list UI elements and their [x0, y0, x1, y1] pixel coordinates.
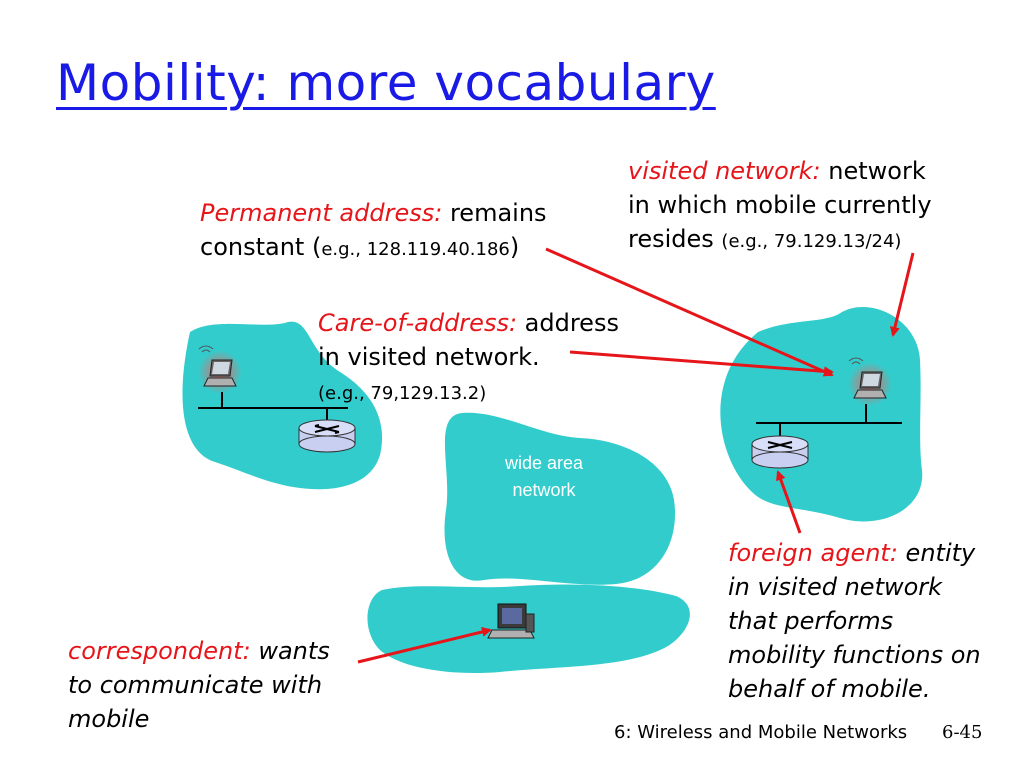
permanent-address-callout: Permanent address: remains constant (e.g… [200, 199, 547, 262]
visited-network-callout: visited network: network in which mobile… [628, 157, 932, 254]
permanent-address-arrow [545, 247, 834, 377]
correspondent-callout: correspondent: wants to communicate with… [68, 637, 330, 734]
care-of-address-example: (e.g., 79,129.13.2) [318, 383, 487, 405]
visited-network-example: (e.g., 79.129.13/24) [721, 231, 902, 253]
home-network [182, 321, 383, 490]
correspondent-arrow [357, 627, 492, 664]
laptop-icon [848, 357, 887, 399]
page-title: Mobility: more vocabulary [56, 54, 716, 112]
foreign-agent-callout: foreign agent: entity in visited network… [728, 539, 981, 704]
permanent-address-example: e.g., 128.119.40.186 [321, 239, 510, 261]
visited-network [720, 306, 923, 522]
care-of-address-arrow [569, 350, 834, 377]
router-icon [751, 435, 809, 469]
correspondent-network [367, 584, 690, 674]
care-of-address-term: Care-of-address: [318, 309, 518, 337]
foreign-agent-term: foreign agent: [728, 539, 898, 567]
visited-network-term: visited network: [628, 157, 821, 185]
desktop-computer-icon [487, 603, 535, 639]
callout-arrows [357, 247, 915, 664]
router-icon [298, 419, 356, 453]
visited-network-arrow [890, 252, 915, 337]
correspondent-term: correspondent: [68, 637, 251, 665]
foreign-agent-arrow [776, 470, 802, 534]
wide-area-network-label: wide area network [504, 453, 584, 500]
footer-text: 6: Wireless and Mobile Networks [614, 722, 908, 743]
page-number: 6-45 [942, 722, 983, 743]
permanent-address-term: Permanent address: [200, 199, 443, 227]
care-of-address-callout: Care-of-address: address in visited netw… [318, 309, 619, 405]
wide-area-network-cloud [444, 412, 676, 585]
laptop-icon [198, 345, 237, 387]
